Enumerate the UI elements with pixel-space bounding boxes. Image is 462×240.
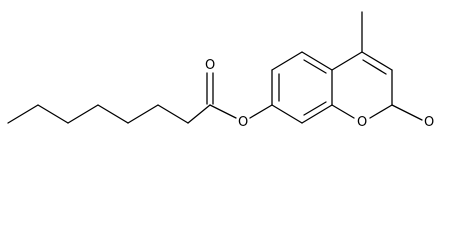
bond-benz-inner-3 — [303, 101, 327, 116]
bond-pyr-5 — [331, 104, 355, 119]
bond-chain-4 — [97, 104, 129, 124]
bond-chain-1 — [7, 104, 39, 124]
pyrone-ring — [331, 51, 393, 119]
bond-carbonyl-to-oxygen — [209, 104, 237, 119]
bond-benz-3 — [301, 51, 333, 71]
heptanoyl-chain — [7, 104, 211, 124]
bond-oxygen-to-ring — [249, 104, 273, 119]
bond-benz-6 — [271, 104, 303, 124]
chemical-structure-diagram: O O O O — [7, 11, 434, 130]
bond-pyr-2-inner — [362, 59, 387, 75]
ring-oxygen-label: O — [357, 115, 367, 130]
ester-group — [206, 72, 273, 119]
bond-benz-inner-2 — [303, 59, 327, 74]
bond-chain-6 — [157, 104, 189, 124]
bond-chain-2 — [37, 104, 69, 124]
ester-carbonyl-oxygen-label: O — [205, 58, 215, 73]
ester-bridge-oxygen-label: O — [238, 115, 248, 130]
bond-pyr-1 — [331, 51, 363, 71]
bond-benz-5 — [301, 104, 333, 124]
bond-pyr-2 — [361, 51, 393, 71]
bond-benz-2 — [271, 51, 303, 71]
lactone-carbonyl-oxygen-label: O — [424, 115, 434, 130]
bond-pyr-4 — [369, 104, 393, 119]
benzene-ring — [271, 51, 333, 124]
bond-chain-3 — [67, 104, 99, 124]
bond-chain-5 — [127, 104, 159, 124]
bond-lactone-carbonyl — [391, 104, 423, 121]
bond-chain-7 — [187, 104, 211, 124]
